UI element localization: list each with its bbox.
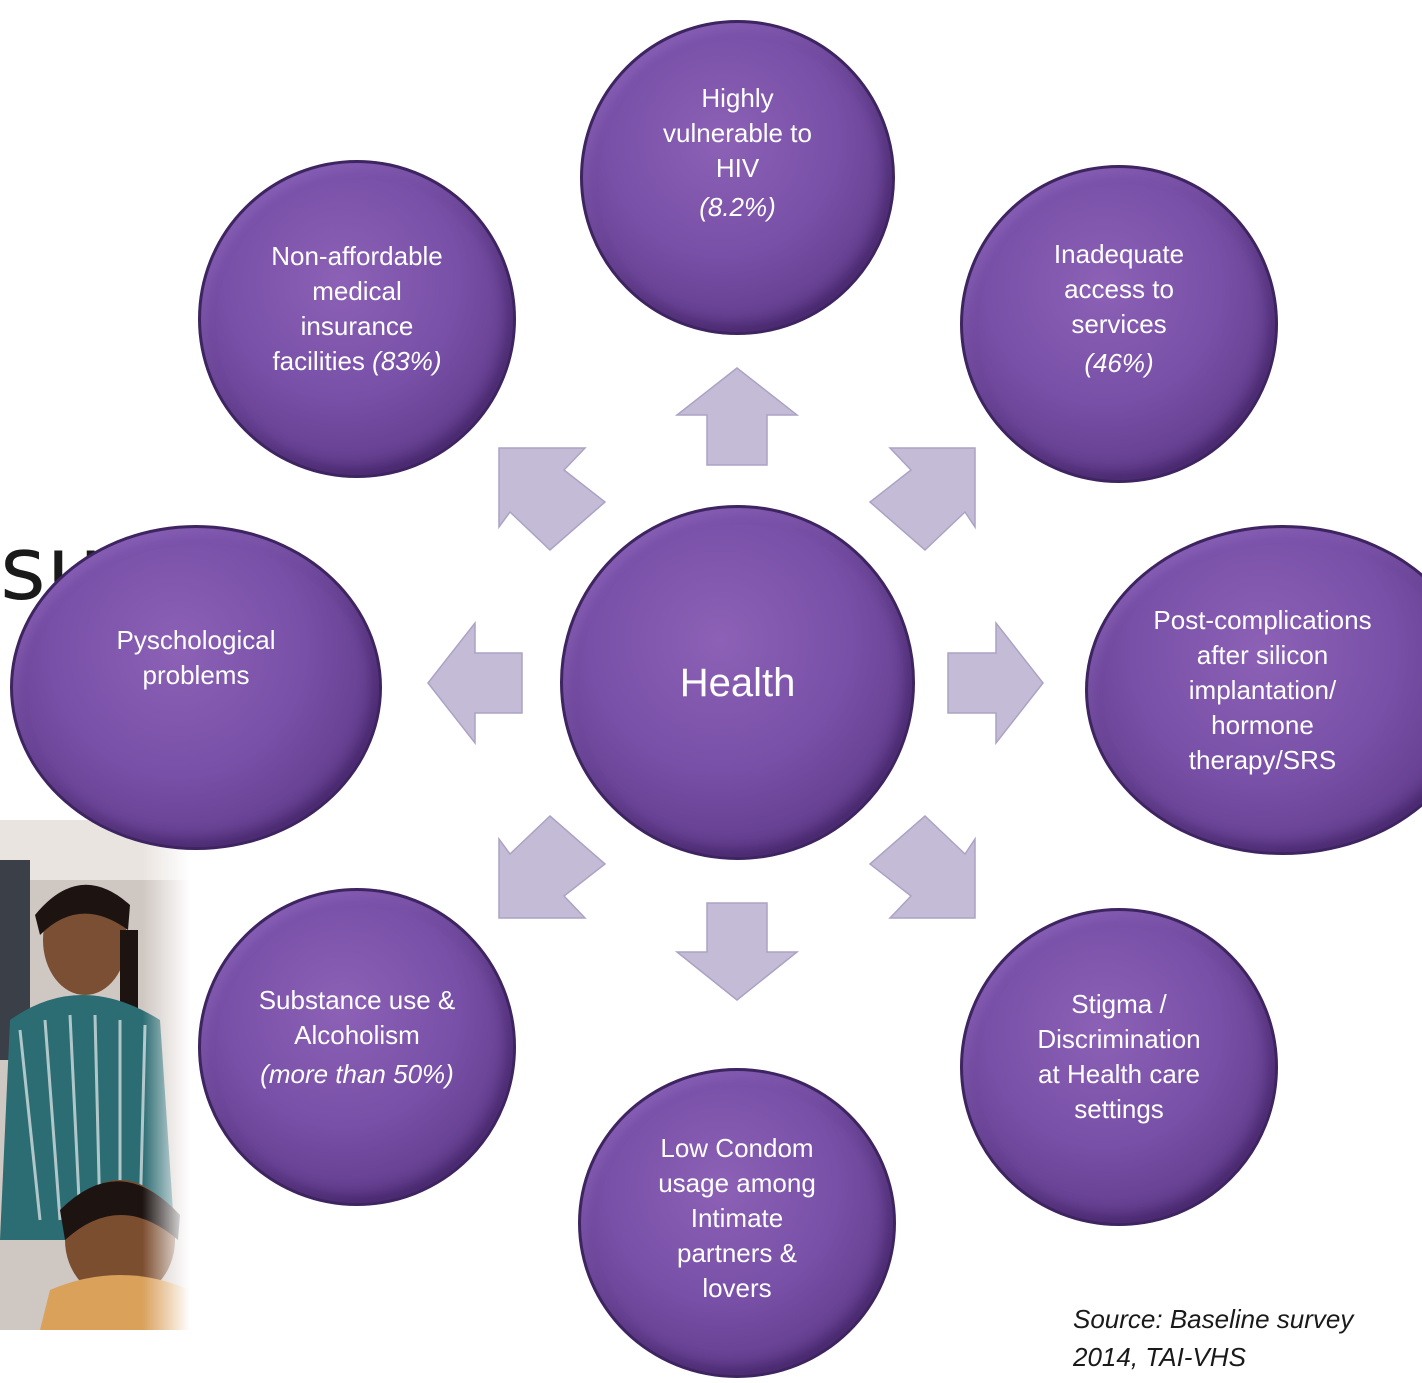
- arrow-left-icon: [427, 620, 523, 746]
- source-citation: Source: Baseline survey 2014, TAI-VHS: [1073, 1304, 1354, 1372]
- arrow-right-icon: [947, 620, 1044, 746]
- arrow-down-icon: [674, 902, 800, 1001]
- node-percentage: (more than 50%): [260, 1058, 454, 1089]
- node-label: Stigma / Discrimination at Health care s…: [1037, 989, 1201, 1124]
- node-percentage: (46%): [1084, 348, 1154, 378]
- node-percentage: (8.2%): [699, 191, 776, 222]
- node-access-to-services: Inadequate access to services (46%): [960, 165, 1278, 483]
- node-medical-insurance: Non-affordable medical insurance facilit…: [198, 160, 516, 478]
- node-post-complications: Post-complications after silicon implant…: [1085, 525, 1422, 855]
- node-label: Pyschological problems: [116, 624, 276, 690]
- node-label: Non-affordable medical insurance facilit…: [271, 241, 443, 376]
- node-label: Post-complications after silicon implant…: [1153, 604, 1372, 775]
- node-percentage: (83%): [372, 346, 442, 376]
- node-stigma-discrimination: Stigma / Discrimination at Health care s…: [960, 908, 1278, 1226]
- node-low-condom-usage: Low Condom usage among Intimate partners…: [578, 1068, 896, 1378]
- node-label: Low Condom usage among Intimate partners…: [658, 1132, 816, 1303]
- node-substance-use: Substance use & Alcoholism (more than 50…: [198, 888, 516, 1206]
- node-hiv-vulnerability: Highly vulnerable to HIV (8.2%): [580, 20, 895, 335]
- node-psychological-problems: Pyschological problems: [10, 525, 382, 850]
- node-label: Inadequate access to services: [1053, 239, 1185, 339]
- arrow-up-right-icon: [868, 447, 976, 552]
- arrow-up-left-icon: [498, 447, 607, 552]
- node-label: Highly vulnerable to HIV: [663, 82, 812, 183]
- arrow-down-right-icon: [868, 814, 976, 919]
- arrow-down-left-icon: [498, 814, 607, 919]
- node-label: Substance use & Alcoholism: [258, 984, 456, 1050]
- center-node-label: Health: [679, 660, 796, 705]
- arrow-up-icon: [674, 367, 800, 466]
- center-node-health: Health: [560, 505, 915, 860]
